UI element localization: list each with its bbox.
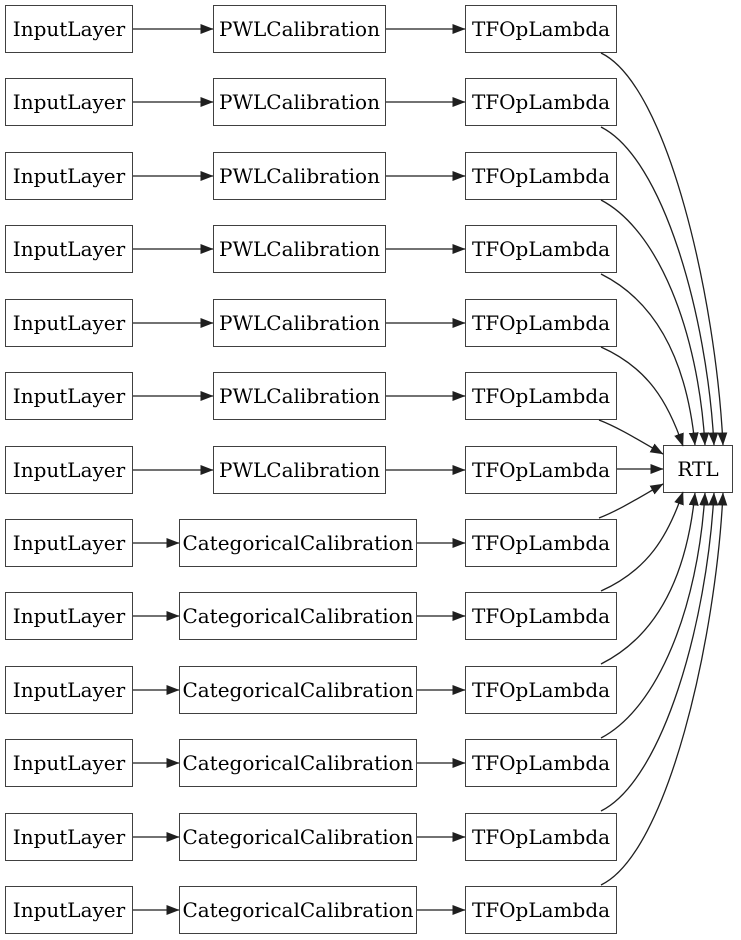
graph-row: InputLayer CategoricalCalibration TFOpLa…: [0, 666, 741, 714]
node-rtl: RTL: [663, 445, 733, 493]
node-tfoplambda: TFOpLambda: [465, 446, 617, 494]
node-inputlayer: InputLayer: [5, 5, 133, 53]
node-inputlayer: InputLayer: [5, 78, 133, 126]
node-tfoplambda: TFOpLambda: [465, 592, 617, 640]
node-calibration: PWLCalibration: [213, 225, 386, 273]
node-inputlayer: InputLayer: [5, 592, 133, 640]
node-tfoplambda: TFOpLambda: [465, 886, 617, 934]
node-tfoplambda: TFOpLambda: [465, 299, 617, 347]
graph-row: InputLayer PWLCalibration TFOpLambda: [0, 78, 741, 126]
node-tfoplambda: TFOpLambda: [465, 666, 617, 714]
node-calibration: CategoricalCalibration: [179, 592, 417, 640]
node-calibration: PWLCalibration: [213, 372, 386, 420]
node-tfoplambda: TFOpLambda: [465, 372, 617, 420]
node-tfoplambda: TFOpLambda: [465, 519, 617, 567]
node-calibration: PWLCalibration: [213, 299, 386, 347]
node-inputlayer: InputLayer: [5, 446, 133, 494]
node-inputlayer: InputLayer: [5, 886, 133, 934]
node-calibration: PWLCalibration: [213, 78, 386, 126]
node-calibration: CategoricalCalibration: [179, 739, 417, 787]
node-tfoplambda: TFOpLambda: [465, 5, 617, 53]
graph-row: InputLayer CategoricalCalibration TFOpLa…: [0, 739, 741, 787]
node-inputlayer: InputLayer: [5, 152, 133, 200]
node-calibration: PWLCalibration: [213, 152, 386, 200]
graph-row: InputLayer PWLCalibration TFOpLambda: [0, 5, 741, 53]
node-calibration: CategoricalCalibration: [179, 813, 417, 861]
node-tfoplambda: TFOpLambda: [465, 813, 617, 861]
node-calibration: CategoricalCalibration: [179, 666, 417, 714]
graph-row: InputLayer PWLCalibration TFOpLambda: [0, 446, 741, 494]
node-inputlayer: InputLayer: [5, 739, 133, 787]
node-inputlayer: InputLayer: [5, 813, 133, 861]
node-inputlayer: InputLayer: [5, 666, 133, 714]
node-tfoplambda: TFOpLambda: [465, 152, 617, 200]
graph-row: InputLayer CategoricalCalibration TFOpLa…: [0, 813, 741, 861]
graph-row: InputLayer PWLCalibration TFOpLambda: [0, 299, 741, 347]
node-inputlayer: InputLayer: [5, 372, 133, 420]
node-tfoplambda: TFOpLambda: [465, 78, 617, 126]
graph-row: InputLayer CategoricalCalibration TFOpLa…: [0, 519, 741, 567]
node-calibration: PWLCalibration: [213, 5, 386, 53]
node-tfoplambda: TFOpLambda: [465, 739, 617, 787]
node-calibration: CategoricalCalibration: [179, 886, 417, 934]
graph-row: InputLayer PWLCalibration TFOpLambda: [0, 152, 741, 200]
node-tfoplambda: TFOpLambda: [465, 225, 617, 273]
graph-row: InputLayer PWLCalibration TFOpLambda: [0, 372, 741, 420]
graph-row: InputLayer PWLCalibration TFOpLambda: [0, 225, 741, 273]
node-inputlayer: InputLayer: [5, 519, 133, 567]
node-calibration: PWLCalibration: [213, 446, 386, 494]
node-calibration: CategoricalCalibration: [179, 519, 417, 567]
graph-row: InputLayer CategoricalCalibration TFOpLa…: [0, 886, 741, 934]
node-inputlayer: InputLayer: [5, 225, 133, 273]
node-inputlayer: InputLayer: [5, 299, 133, 347]
graph-row: InputLayer CategoricalCalibration TFOpLa…: [0, 592, 741, 640]
